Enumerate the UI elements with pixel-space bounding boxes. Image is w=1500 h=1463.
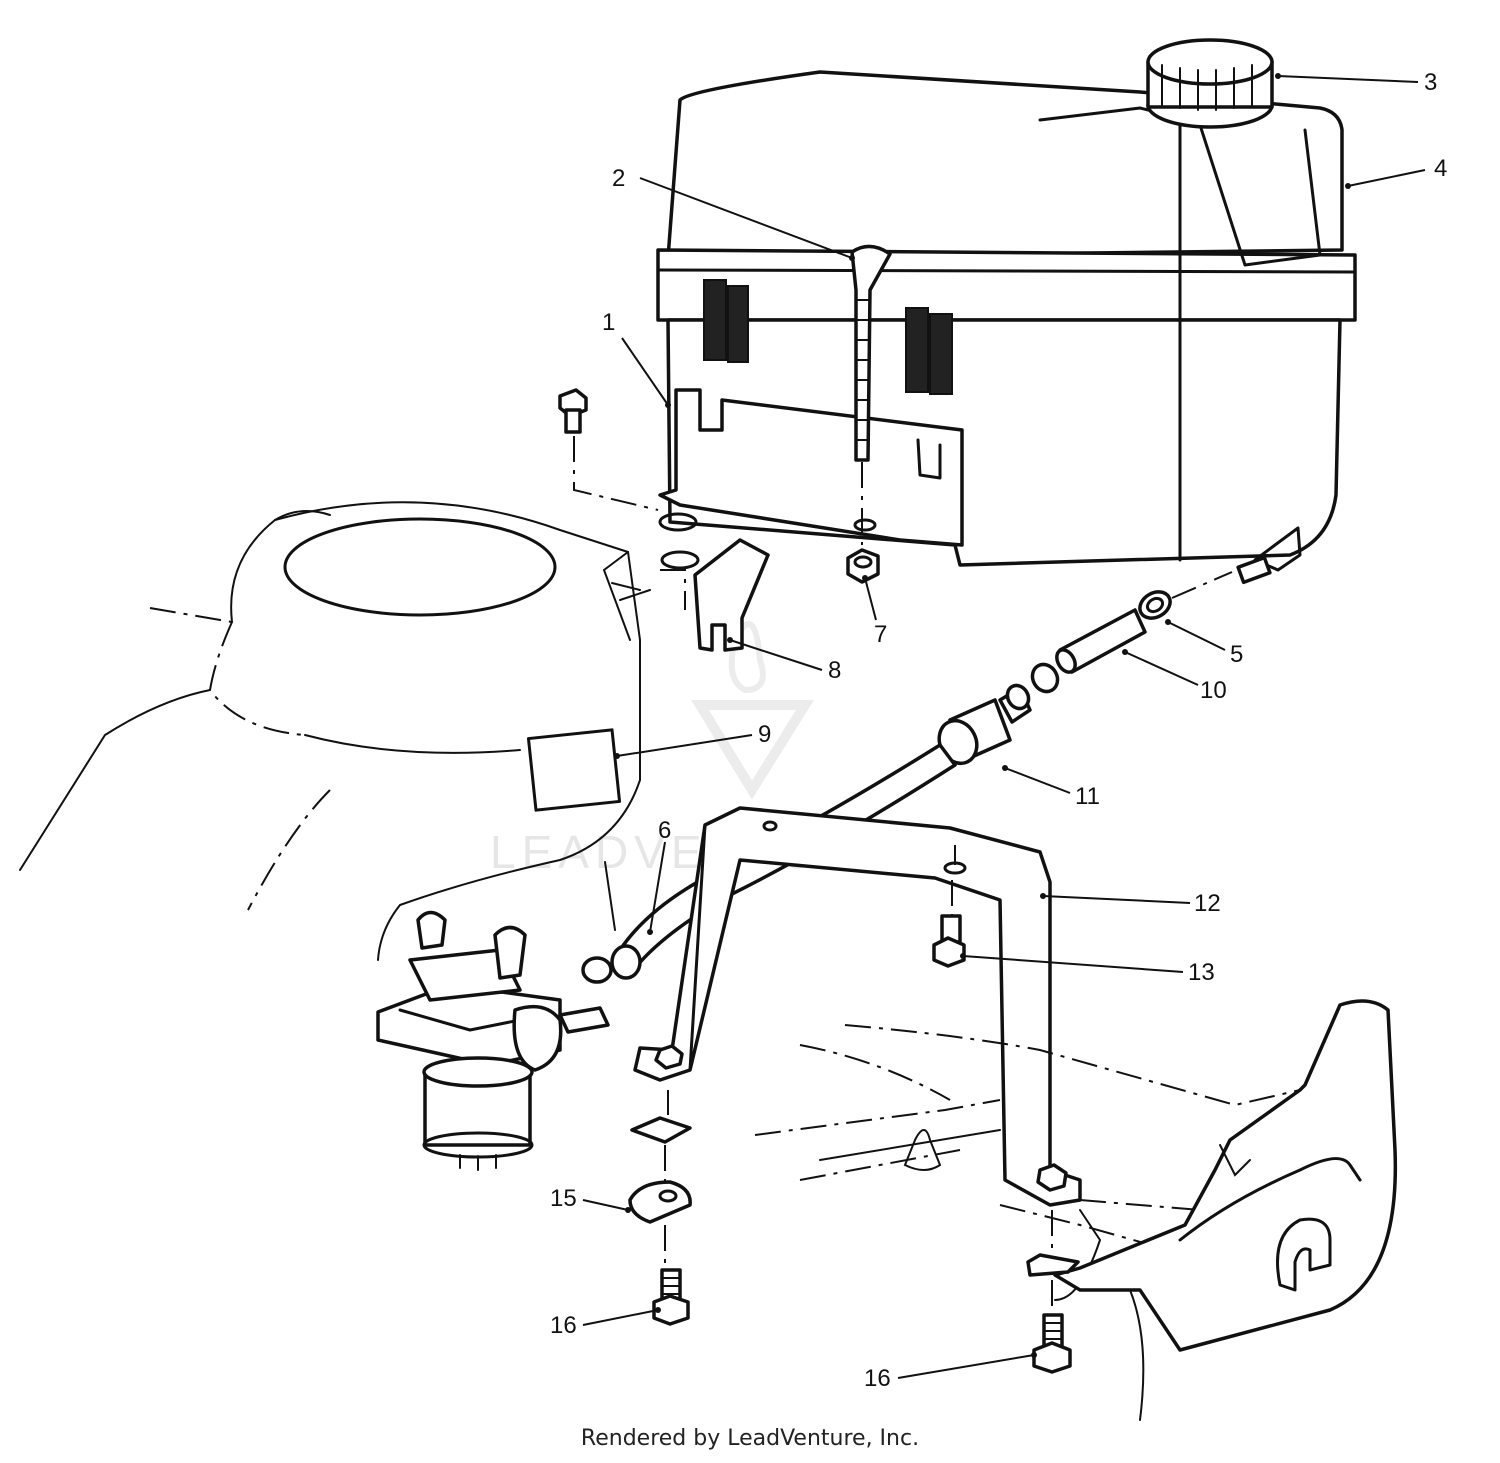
mount-bracket — [660, 538, 770, 652]
callout-16-left: 16 — [550, 1312, 577, 1339]
callout-11: 11 — [1075, 783, 1100, 810]
callout-7: 7 — [874, 621, 887, 648]
callout-4: 4 — [1434, 155, 1447, 182]
mower-frame — [754, 999, 1398, 1421]
callout-3: 3 — [1424, 69, 1437, 96]
callout-8: 8 — [828, 657, 841, 684]
callout-15: 15 — [550, 1185, 577, 1212]
tank-bracket — [658, 388, 964, 547]
fuel-cap — [1146, 38, 1274, 129]
bolt-16-right — [1032, 1313, 1072, 1374]
engine-shroud — [19, 501, 651, 961]
hold-down-strap — [850, 244, 892, 545]
callout-16-right: 16 — [864, 1365, 891, 1392]
callout-12: 12 — [1194, 890, 1221, 917]
callout-10: 10 — [1200, 677, 1227, 704]
plate-15 — [628, 1090, 692, 1265]
leader-lines — [582, 73, 1426, 1379]
screw-top — [558, 388, 659, 511]
callout-6: 6 — [658, 817, 671, 844]
callout-13: 13 — [1188, 959, 1215, 986]
carburetor — [376, 910, 610, 1171]
callout-1: 1 — [602, 309, 615, 336]
fuel-line-10 — [1030, 608, 1147, 694]
support-bracket — [633, 806, 1082, 1207]
callout-9: 9 — [758, 721, 771, 748]
callout-2: 2 — [612, 165, 625, 192]
nut-7 — [846, 548, 880, 584]
screw-13 — [932, 880, 966, 968]
decal-9 — [526, 728, 622, 812]
hose-clamp-5 — [1138, 571, 1233, 620]
footer-credit: Rendered by LeadVenture, Inc. — [580, 1426, 920, 1451]
callout-labels: 1 2 3 4 5 6 7 8 9 10 11 12 13 15 16 16 — [550, 69, 1447, 1392]
bolt-16-left — [652, 1268, 690, 1326]
callout-5: 5 — [1230, 641, 1243, 668]
